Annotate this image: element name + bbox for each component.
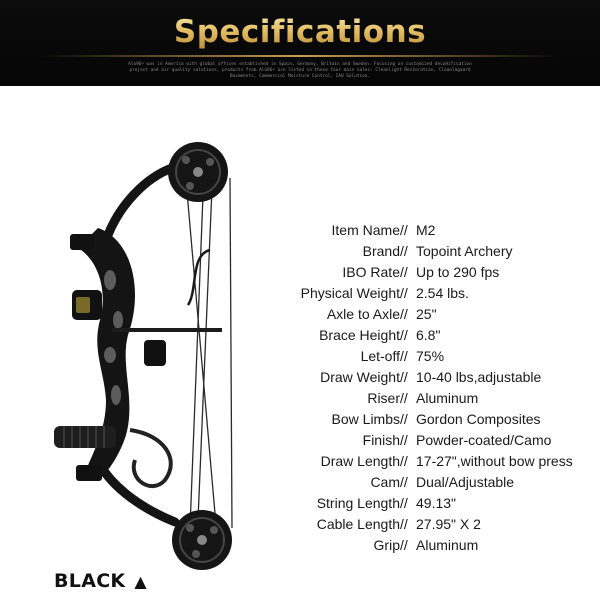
triangle-up-icon: ▲ — [134, 572, 147, 591]
spec-separator: // — [400, 474, 408, 490]
spec-value: 6.8" — [416, 327, 441, 343]
spec-row: Physical Weight// 2.54 lbs. — [262, 283, 600, 304]
spec-value: Powder-coated/Camo — [416, 432, 552, 448]
spec-row: Cable Length// 27.95" X 2 — [262, 514, 600, 535]
spec-label: Brand — [362, 243, 400, 259]
stabilizer — [54, 426, 116, 448]
wrist-sling — [129, 428, 173, 488]
header-banner: Specifications Alo96+ was in America wit… — [0, 0, 600, 86]
spec-value: 2.54 lbs. — [416, 285, 469, 301]
spec-separator: // — [400, 306, 408, 322]
spec-value: Up to 290 fps — [416, 264, 500, 280]
spec-label: Physical Weight — [300, 285, 400, 301]
spec-separator: // — [400, 222, 408, 238]
spec-label: Cable Length — [316, 516, 400, 532]
spec-separator: // — [400, 390, 408, 406]
spec-value: M2 — [416, 222, 436, 238]
title-divider-right — [300, 55, 558, 57]
spec-row: Grip// Aluminum — [262, 535, 600, 556]
spec-value: Dual/Adjustable — [416, 474, 515, 490]
spec-row: Cam// Dual/Adjustable — [262, 472, 600, 493]
spec-value: 75% — [416, 348, 445, 364]
spec-label: Item Name — [331, 222, 400, 238]
spec-row: Bow Limbs// Gordon Composites — [262, 409, 600, 430]
limb-pocket-top — [70, 234, 94, 250]
spec-row: Finish// Powder-coated/Camo — [262, 430, 600, 451]
spec-row: Draw Length// 17-27",without bow press — [262, 451, 600, 472]
spec-label: Finish — [362, 432, 400, 448]
spec-label: Let-off — [360, 348, 400, 364]
spec-separator: // — [400, 495, 408, 511]
compound-bow-image — [54, 142, 233, 570]
spec-row: Brand// Topoint Archery — [262, 241, 600, 262]
spec-separator: // — [400, 432, 408, 448]
spec-value: 27.95" X 2 — [416, 516, 481, 532]
spec-row: Let-off// 75% — [262, 346, 600, 367]
spec-row: Axle to Axle// 25" — [262, 304, 600, 325]
color-name: BLACK — [54, 570, 126, 592]
spec-value: 49.13" — [416, 495, 457, 511]
bottom-cam — [172, 510, 232, 570]
spec-row: Item Name// M2 — [262, 220, 600, 241]
spec-value: 10-40 lbs,adjustable — [416, 369, 542, 385]
lower-limb — [95, 460, 180, 527]
d-loop — [186, 248, 211, 306]
spec-value: Aluminum — [416, 390, 479, 406]
rest-rod — [112, 328, 222, 332]
spec-row: IBO Rate// Up to 290 fps — [262, 262, 600, 283]
spec-separator: // — [400, 453, 408, 469]
color-label: BLACK ▲ — [54, 570, 147, 592]
spec-separator: // — [400, 264, 408, 280]
spec-separator: // — [400, 516, 408, 532]
spec-row: Riser// Aluminum — [262, 388, 600, 409]
spec-separator: // — [400, 348, 408, 364]
top-cam — [168, 142, 228, 202]
spec-row: String Length// 49.13" — [262, 493, 600, 514]
spec-separator: // — [400, 327, 408, 343]
spec-label: String Length — [316, 495, 400, 511]
spec-value: 17-27",without bow press — [416, 453, 573, 469]
arrow-rest — [144, 340, 166, 366]
title-divider-left — [42, 55, 300, 57]
spec-label: Bow Limbs — [331, 411, 400, 427]
spec-label: Draw Weight — [320, 369, 400, 385]
banner-fine-print: Alo96+ was in America with global office… — [128, 62, 472, 79]
spec-value: Aluminum — [416, 537, 479, 553]
spec-separator: // — [400, 285, 408, 301]
spec-separator: // — [400, 411, 408, 427]
spec-row: Brace Height// 6.8" — [262, 325, 600, 346]
spec-separator: // — [400, 537, 408, 553]
spec-label: Cam — [370, 474, 400, 490]
spec-label: IBO Rate — [342, 264, 400, 280]
spec-separator: // — [400, 243, 408, 259]
bow-strings — [185, 169, 233, 529]
spec-value: Gordon Composites — [416, 411, 541, 427]
upper-limb — [103, 163, 177, 240]
spec-separator: // — [400, 369, 408, 385]
spec-label: Draw Length — [320, 453, 400, 469]
limb-pocket-bottom — [76, 465, 102, 481]
spec-value: 25" — [416, 306, 437, 322]
spec-label: Brace Height — [319, 327, 400, 343]
page-title: Specifications — [0, 14, 600, 50]
spec-label: Riser — [367, 390, 400, 406]
spec-label: Grip — [373, 537, 400, 553]
spec-row: Draw Weight// 10-40 lbs,adjustable — [262, 367, 600, 388]
spec-value: Topoint Archery — [416, 243, 513, 259]
spec-label: Axle to Axle — [326, 306, 400, 322]
